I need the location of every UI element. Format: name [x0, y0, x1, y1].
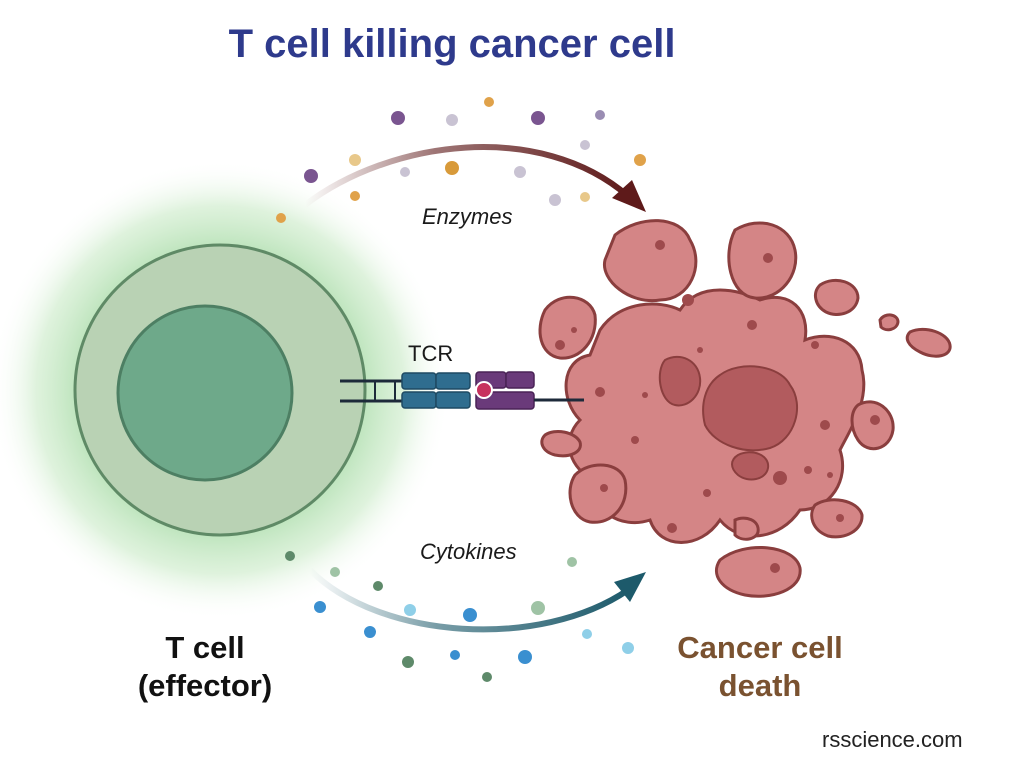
- cancer-fragment: [714, 546, 802, 598]
- cancer-fragment: [568, 463, 628, 524]
- enzyme-arrowhead: [612, 180, 646, 212]
- cancer-nucleus: [658, 355, 702, 407]
- cytokine-particles: [285, 551, 634, 682]
- antigen-peptide: [475, 381, 493, 399]
- t-cell-label-line2: (effector): [137, 668, 273, 703]
- cancer-granules: [555, 240, 880, 573]
- cancer-fragment: [813, 279, 860, 316]
- t-cell-label-line1: T cell: [165, 630, 245, 665]
- t-cell-nucleus: [116, 304, 294, 482]
- tcr-domain: [435, 391, 471, 409]
- cancer-fragment: [727, 221, 798, 300]
- cancer-fragment: [540, 430, 582, 458]
- cancer-nucleus: [702, 365, 799, 452]
- t-cell-label: T cell (effector): [110, 629, 300, 705]
- enzyme-arrow: [303, 144, 630, 208]
- tcr-complex: [340, 371, 584, 410]
- enzymes-label: Enzymes: [422, 204, 513, 229]
- cancer-fragment: [603, 219, 698, 303]
- t-cell: [0, 160, 450, 620]
- cytokine-arrow: [307, 567, 630, 633]
- cancer-fragment: [733, 516, 760, 541]
- tcr-domain: [401, 391, 437, 409]
- cancer-fragment: [538, 295, 597, 360]
- diagram-title: T cell killing cancer cell: [228, 22, 676, 66]
- tcr-domain: [401, 372, 437, 390]
- cancer-cell-label-line1: Cancer cell: [677, 630, 843, 665]
- cytokine-arrowhead: [614, 572, 646, 602]
- cancer-fragment: [905, 327, 952, 358]
- cytokines-label: Cytokines: [420, 539, 517, 564]
- cancer-cell-label-line2: death: [718, 668, 802, 703]
- cancer-cell-label: Cancer cell death: [650, 629, 870, 705]
- mhc-domain: [505, 371, 535, 389]
- cancer-fragment: [878, 313, 900, 332]
- tcr-label: TCR: [408, 341, 454, 366]
- cancer-nucleus-fragments: [658, 355, 799, 481]
- source-credit: rsscience.com: [822, 727, 963, 752]
- cancer-nucleus: [731, 451, 770, 481]
- cancer-fragment: [850, 400, 895, 451]
- enzyme-particles: [276, 97, 646, 223]
- tcr-domain: [435, 372, 471, 390]
